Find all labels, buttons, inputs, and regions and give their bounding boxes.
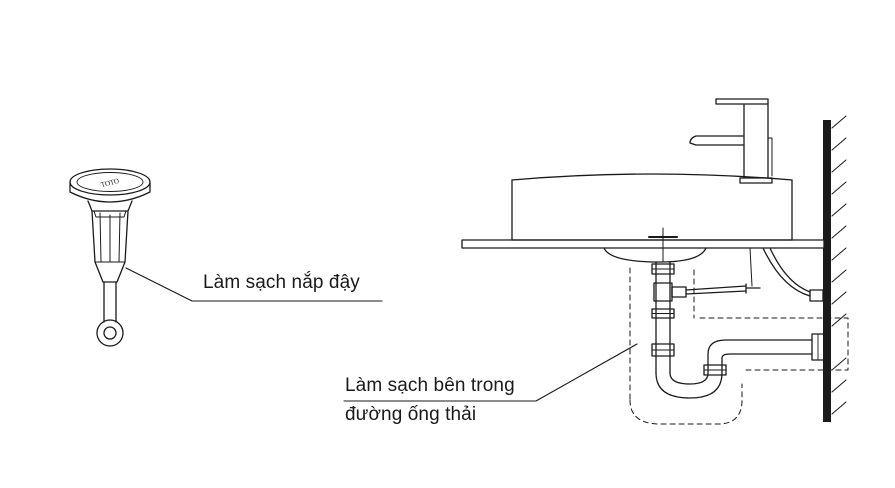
stopper-stem — [103, 281, 117, 323]
pop-up-stopper: TOTO — [69, 168, 151, 347]
basin-drain — [648, 227, 678, 263]
supply-hose — [762, 247, 824, 302]
p-trap — [655, 333, 827, 399]
drain-leader-line — [343, 343, 638, 402]
basin-bowl-underside — [603, 247, 707, 263]
stopper-brand-logo: TOTO — [100, 177, 120, 189]
pivot-rod — [671, 247, 761, 298]
stopper-cap-top — [69, 168, 151, 196]
label-stopper-cleaning: Làm sạch nắp đậy — [203, 272, 360, 293]
stopper-body — [91, 210, 129, 283]
vessel-basin — [511, 173, 793, 241]
wall — [823, 115, 847, 422]
stopper-cap-side — [69, 182, 151, 203]
drain-tailpiece — [651, 261, 675, 374]
hidden-outline-dashed — [629, 267, 849, 425]
faucet — [689, 98, 773, 184]
countertop — [461, 239, 825, 249]
stopper-ring — [96, 319, 124, 347]
label-drain-cleaning-line2: đường ống thải — [345, 404, 477, 425]
label-drain-cleaning-line1: Làm sạch bên trong — [345, 375, 515, 396]
stopper-leader-line — [125, 267, 383, 302]
